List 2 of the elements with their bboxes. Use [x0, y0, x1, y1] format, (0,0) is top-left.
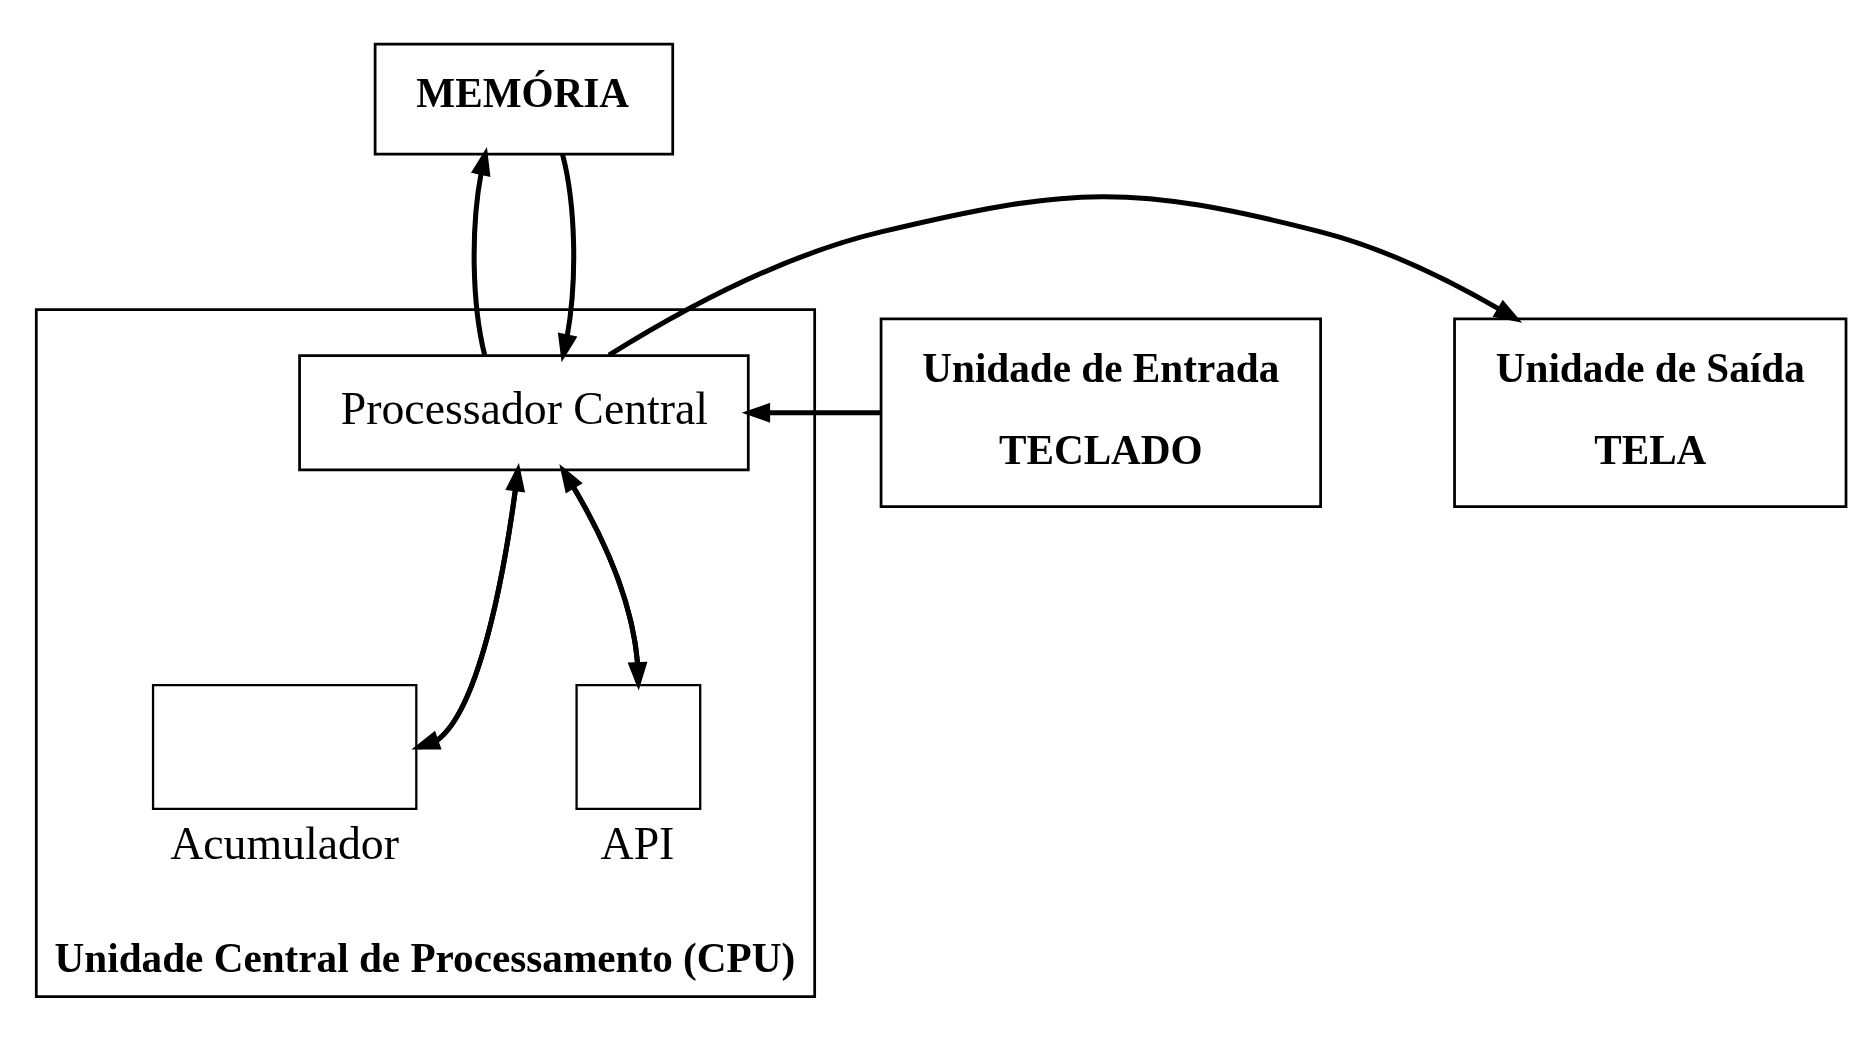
node-label: Acumulador: [170, 817, 399, 869]
node-label: API: [600, 817, 675, 869]
